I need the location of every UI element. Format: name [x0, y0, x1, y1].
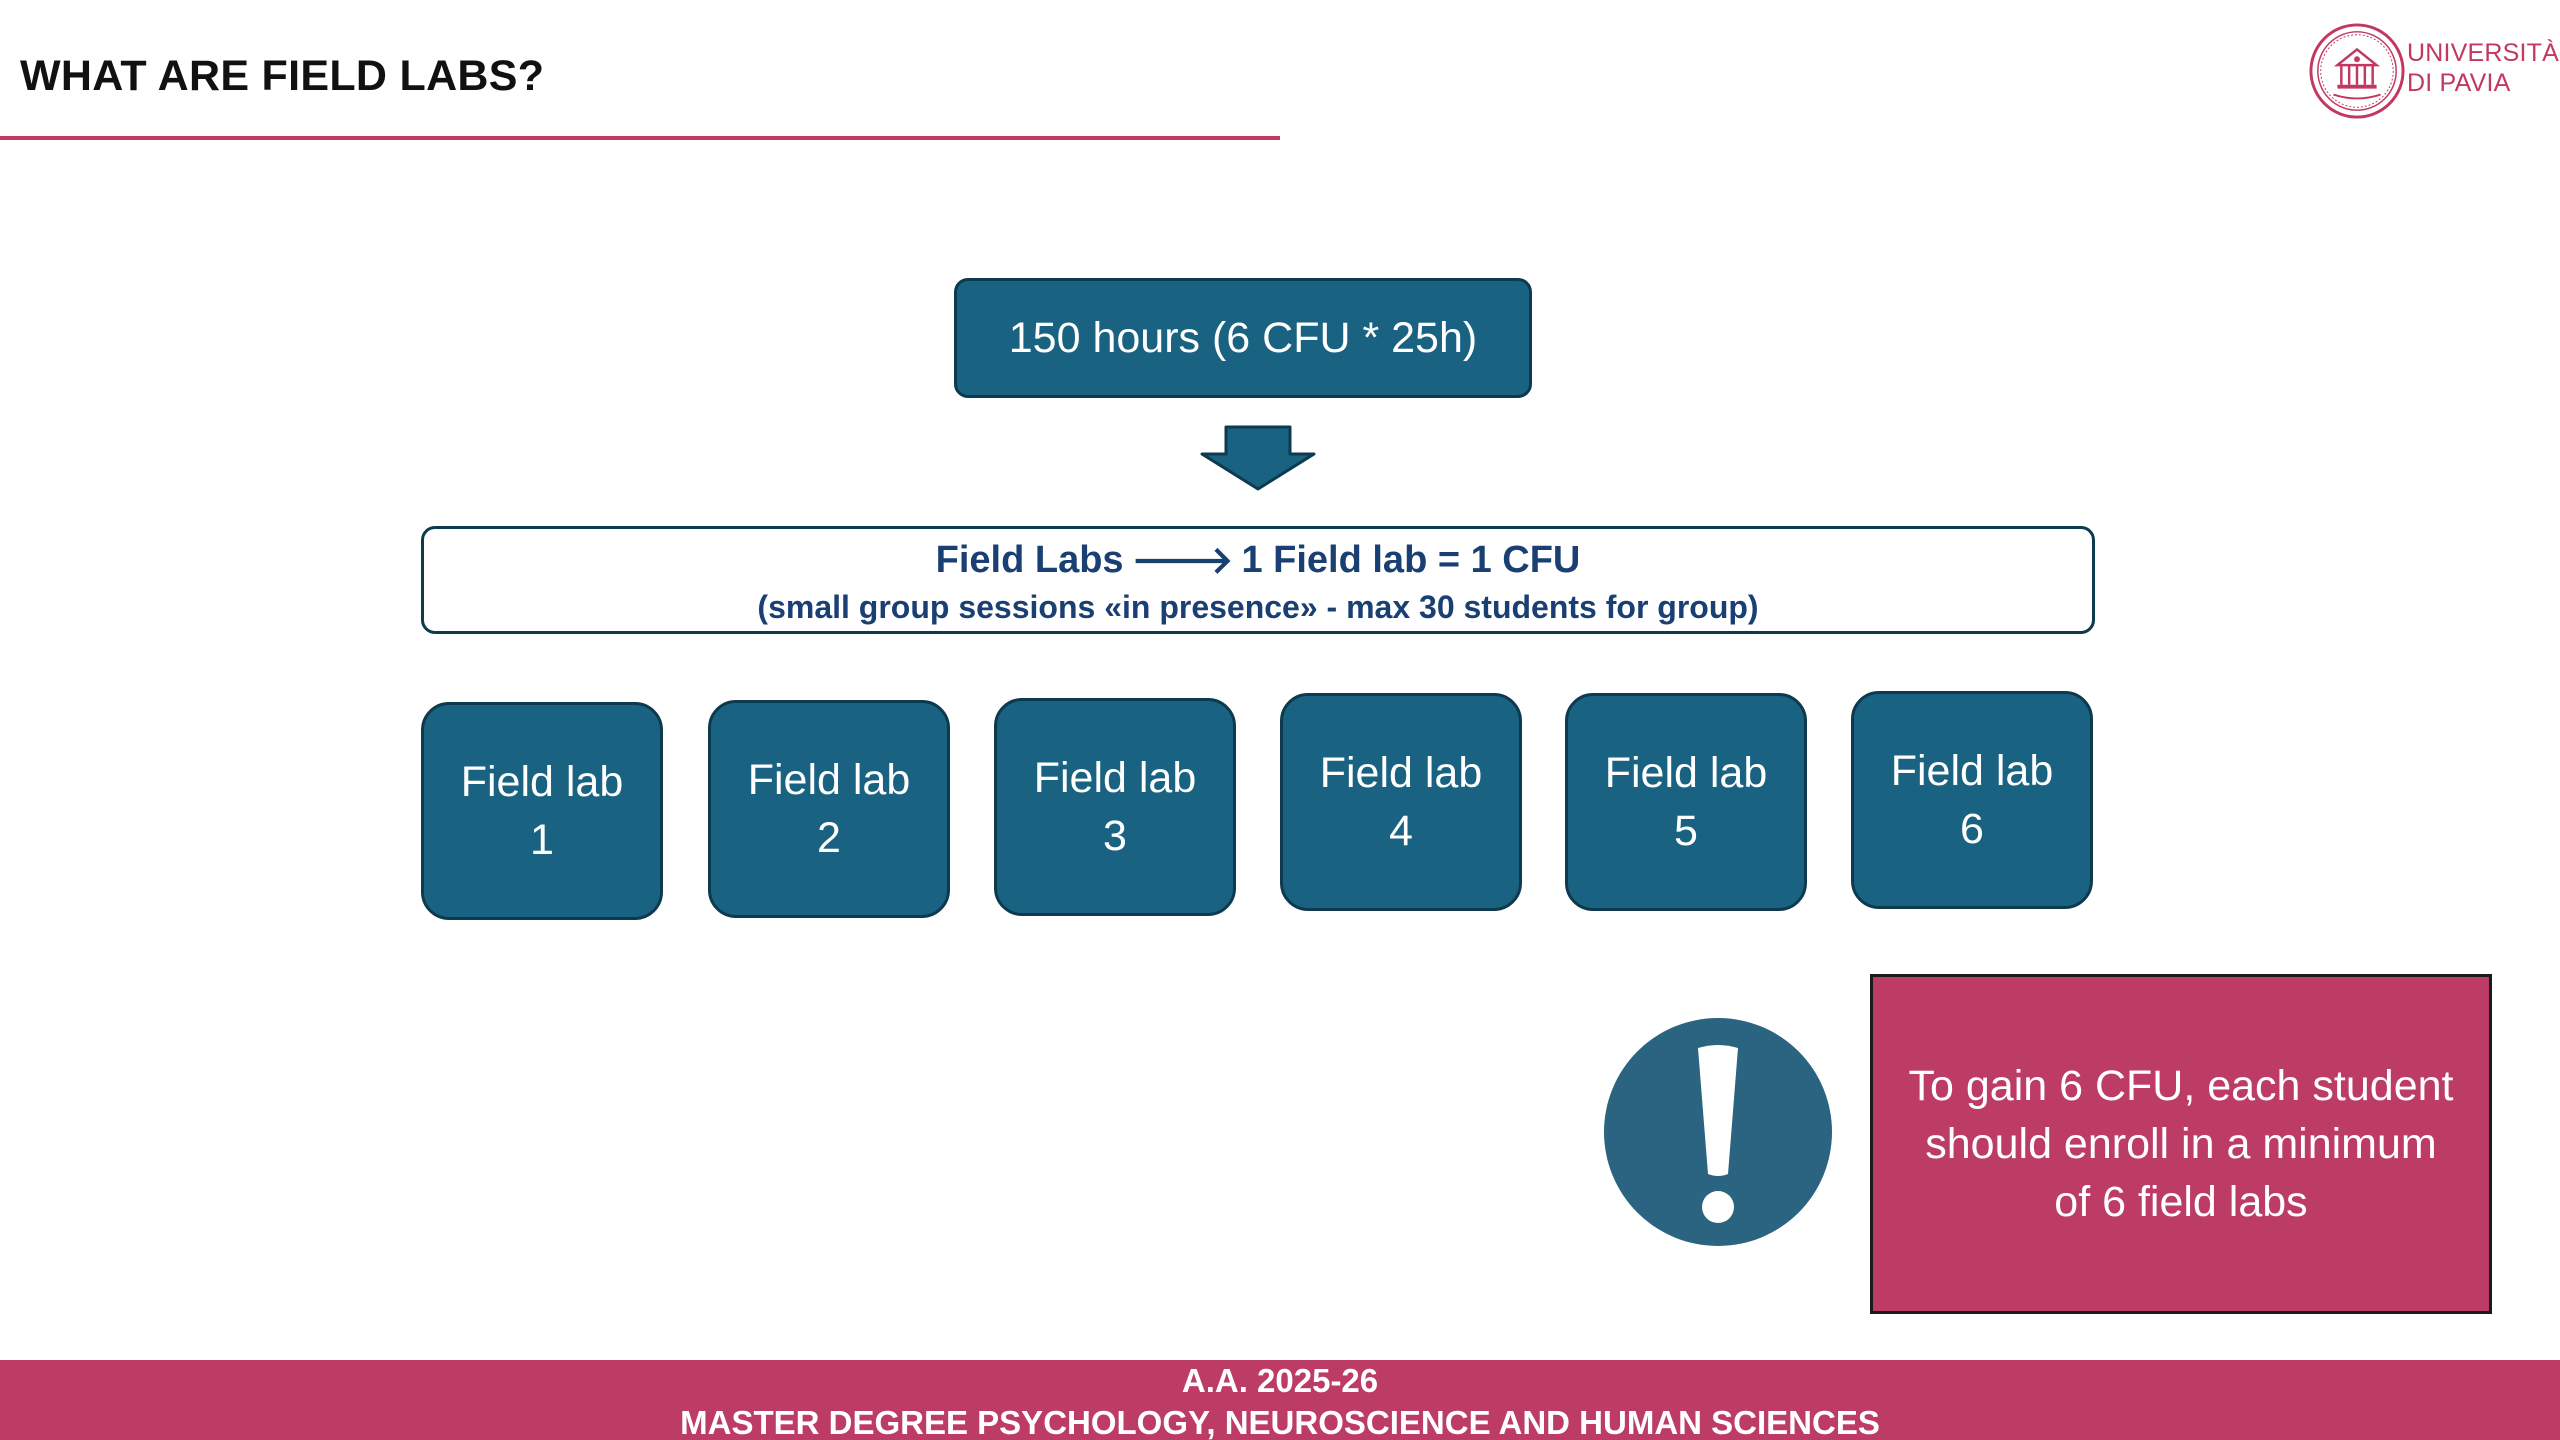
note-line-2: should enroll in a minimum: [1925, 1120, 2437, 1168]
field-lab-box-4: Field lab 4: [1280, 693, 1522, 911]
field-lab-label: Field lab: [747, 756, 911, 804]
right-arrow-icon: 🡒: [1131, 539, 1234, 582]
banner-subtitle: (small group sessions «in presence» - ma…: [757, 589, 1759, 625]
field-lab-box-2: Field lab 2: [708, 700, 950, 918]
down-arrow-icon: [1200, 425, 1316, 491]
university-seal-icon: [2309, 23, 2405, 119]
banner-right-text: 1 Field lab = 1 CFU: [1241, 539, 1581, 581]
enrollment-note: To gain 6 CFU, each student should enrol…: [1870, 974, 2492, 1314]
banner-left-text: Field Labs: [935, 539, 1124, 581]
field-lab-number: 3: [1103, 812, 1127, 860]
field-lab-label: Field lab: [1890, 747, 2054, 795]
field-lab-number: 2: [817, 814, 841, 862]
field-lab-label: Field lab: [460, 758, 624, 806]
banner-heading: Field Labs 🡒 1 Field lab = 1 CFU: [424, 539, 2092, 582]
field-lab-label: Field lab: [1033, 754, 1197, 802]
exclamation-icon: [1604, 1018, 1832, 1246]
field-lab-number: 5: [1674, 807, 1698, 855]
title-divider: [0, 136, 1280, 140]
university-logo: UNIVERSITÀ DI PAVIA: [2300, 22, 2559, 124]
field-labs-banner: Field Labs 🡒 1 Field lab = 1 CFU (small …: [421, 526, 2095, 634]
note-line-1: To gain 6 CFU, each student: [1908, 1062, 2454, 1110]
degree-name: MASTER DEGREE PSYCHOLOGY, NEUROSCIENCE A…: [680, 1404, 1880, 1440]
footer-bar: A.A. 2025-26 MASTER DEGREE PSYCHOLOGY, N…: [0, 1360, 2560, 1440]
note-line-3: of 6 field labs: [2054, 1178, 2308, 1226]
field-lab-number: 1: [530, 816, 554, 864]
field-lab-number: 6: [1960, 805, 1984, 853]
university-name-line2: DI PAVIA: [2407, 69, 2511, 97]
field-lab-box-5: Field lab 5: [1565, 693, 1807, 911]
academic-year: A.A. 2025-26: [1181, 1362, 1379, 1399]
university-name: UNIVERSITÀ DI PAVIA: [2407, 38, 2559, 98]
university-name-line1: UNIVERSITÀ: [2407, 39, 2560, 67]
field-lab-label: Field lab: [1319, 749, 1483, 797]
field-lab-box-1: Field lab 1: [421, 702, 663, 920]
field-lab-box-3: Field lab 3: [994, 698, 1236, 916]
hours-box: 150 hours (6 CFU * 25h): [954, 278, 1532, 398]
page-title: WHAT ARE FIELD LABS?: [20, 52, 545, 100]
field-lab-number: 4: [1389, 807, 1413, 855]
field-lab-box-6: Field lab 6: [1851, 691, 2093, 909]
field-lab-label: Field lab: [1604, 749, 1768, 797]
